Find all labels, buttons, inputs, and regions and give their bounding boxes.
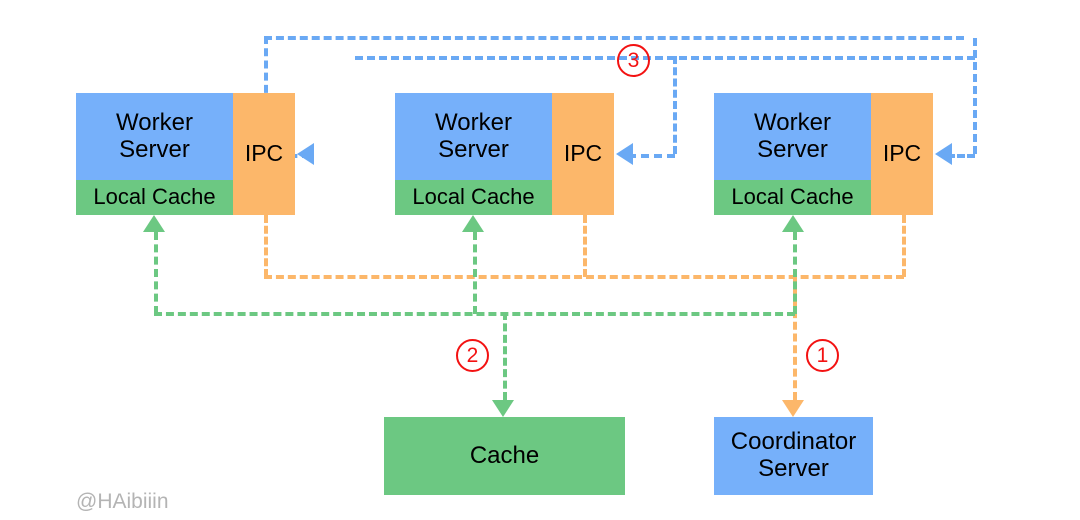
- edge-green-to-shared-cache: [503, 312, 507, 400]
- worker-node-2[interactable]: Worker Server Local Cache IPC: [395, 93, 614, 215]
- edge-orange-from-ipc3: [902, 215, 906, 277]
- step-badge-1-number: 1: [816, 343, 829, 367]
- shared-cache-node[interactable]: Cache: [384, 417, 625, 495]
- arrowhead-orange-coordinator: [782, 400, 804, 417]
- worker-server-line2-3: Server: [757, 135, 828, 163]
- step-badge-2-number: 2: [466, 343, 479, 367]
- coordinator-server-node[interactable]: Coordinator Server: [714, 417, 873, 495]
- step-badge-2: 2: [456, 339, 489, 372]
- worker-node-1[interactable]: Worker Server Local Cache IPC: [76, 93, 295, 215]
- arrowhead-blue-worker2: [616, 143, 633, 165]
- edge-blue-top-horizontal: [264, 36, 964, 40]
- arrowhead-blue-worker3: [935, 143, 952, 165]
- edge-orange-to-coordinator: [793, 275, 797, 400]
- worker-ipc-label-1: IPC: [244, 140, 284, 167]
- worker-ipc-3[interactable]: IPC: [871, 93, 933, 215]
- step-badge-3: 3: [617, 44, 650, 77]
- edge-green-to-localcache2: [473, 232, 477, 314]
- edge-orange-horizontal-bus: [264, 275, 904, 279]
- worker-server-line1-3: Worker: [754, 108, 831, 136]
- edge-green-to-localcache3: [793, 232, 797, 314]
- worker-local-cache-label-2: Local Cache: [412, 184, 535, 210]
- arrowhead-green-localcache3: [782, 215, 804, 232]
- worker-server-label-3: Worker Server: [714, 93, 871, 180]
- worker-server-line2-2: Server: [438, 135, 509, 163]
- step-badge-1: 1: [806, 339, 839, 372]
- arrowhead-green-localcache2: [462, 215, 484, 232]
- worker-local-cache-label-3: Local Cache: [731, 184, 854, 210]
- edge-blue-second-horizontal: [355, 56, 975, 60]
- edge-green-to-localcache1: [154, 232, 158, 314]
- watermark-handle: @HAibiiin: [76, 489, 169, 513]
- shared-cache-label: Cache: [469, 441, 540, 469]
- edge-blue-stub-worker2: [628, 154, 675, 158]
- worker-ipc-label-3: IPC: [882, 140, 922, 167]
- worker-server-line1-2: Worker: [435, 108, 512, 136]
- coordinator-server-line1: Coordinator: [730, 428, 857, 456]
- worker-server-line2-1: Server: [119, 135, 190, 163]
- edge-blue-drop-worker2: [673, 56, 677, 154]
- watermark: @HAibiiin haibiiin.github.io: [76, 427, 227, 520]
- coordinator-server-line2: Server: [758, 455, 829, 482]
- arrowhead-green-localcache1: [143, 215, 165, 232]
- edge-orange-from-ipc1: [264, 215, 268, 277]
- worker-server-line1-1: Worker: [116, 108, 193, 136]
- worker-local-cache-1: Local Cache: [76, 180, 233, 215]
- worker-local-cache-3: Local Cache: [714, 180, 871, 215]
- arrowhead-green-shared-cache: [492, 400, 514, 417]
- worker-server-label-1: Worker Server: [76, 93, 233, 180]
- arrowhead-blue-worker1: [297, 143, 314, 165]
- step-badge-3-number: 3: [627, 48, 640, 72]
- edge-orange-from-ipc2: [583, 215, 587, 277]
- worker-ipc-label-2: IPC: [563, 140, 603, 167]
- worker-local-cache-label-1: Local Cache: [93, 184, 216, 210]
- worker-ipc-2[interactable]: IPC: [552, 93, 614, 215]
- worker-local-cache-2: Local Cache: [395, 180, 552, 215]
- worker-server-label-2: Worker Server: [395, 93, 552, 180]
- edge-blue-drop-worker3: [973, 38, 977, 154]
- worker-node-3[interactable]: Worker Server Local Cache IPC: [714, 93, 933, 215]
- edge-green-horizontal-bus: [154, 312, 795, 316]
- edge-blue-stub-worker3: [947, 154, 975, 158]
- worker-ipc-1[interactable]: IPC: [233, 93, 295, 215]
